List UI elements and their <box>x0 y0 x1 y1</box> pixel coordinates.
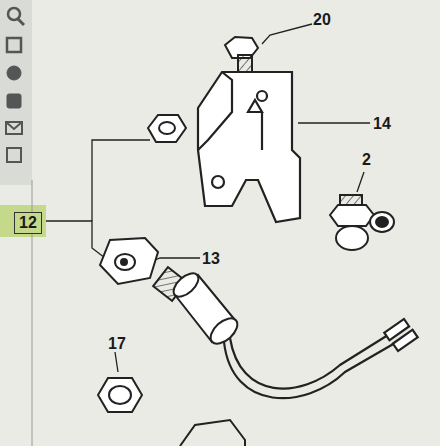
toolbar-icons <box>6 8 24 162</box>
callout-number: 13 <box>202 251 220 267</box>
nut <box>98 378 142 412</box>
solenoid <box>153 267 242 348</box>
partial-part <box>180 420 245 446</box>
callout-number: 14 <box>373 116 391 132</box>
callout-number: 17 <box>108 336 126 352</box>
leader-lines <box>46 24 370 372</box>
bracket <box>198 72 300 222</box>
tab-band <box>0 205 46 237</box>
wire-harness <box>224 319 418 398</box>
callout-box: 12 <box>14 212 42 234</box>
toolbar <box>0 0 32 185</box>
callout-number: 12 <box>19 215 37 231</box>
callout-number: 20 <box>313 12 331 28</box>
nut <box>148 115 186 142</box>
callout-number: 2 <box>362 152 371 168</box>
pressure-switch <box>330 195 394 250</box>
clamp-block <box>100 238 158 284</box>
